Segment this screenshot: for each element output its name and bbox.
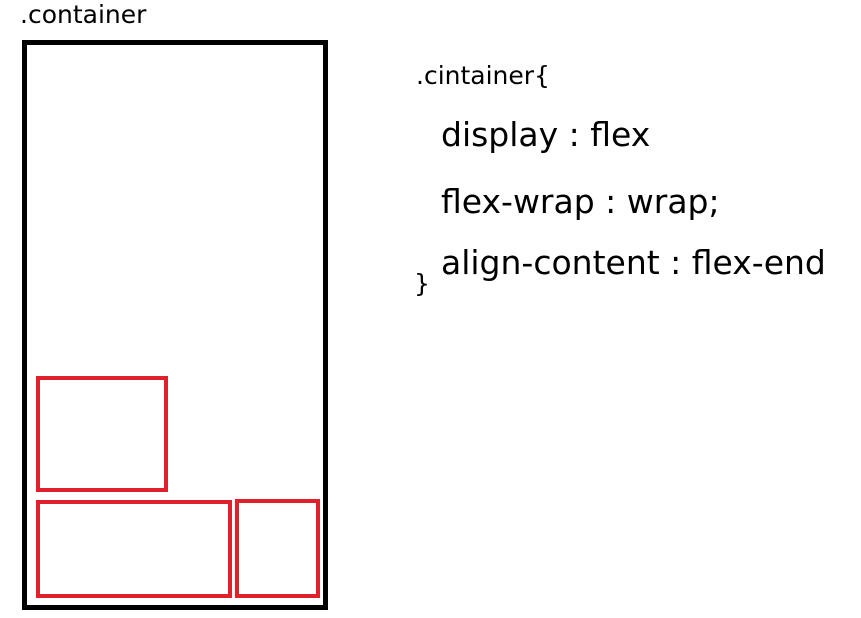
flex-item-2: [36, 500, 232, 598]
code-selector: .cintainer{: [416, 61, 550, 90]
code-closing-brace: }: [414, 269, 430, 298]
code-property-align-content: align-content : flex-end: [441, 243, 826, 282]
flex-item-1: [36, 376, 168, 492]
code-property-display: display : flex: [441, 115, 651, 154]
container-label: .container: [20, 0, 147, 29]
flex-container-box: [22, 40, 328, 610]
flex-item-3: [235, 499, 320, 598]
code-property-flex-wrap: flex-wrap : wrap;: [441, 182, 720, 221]
